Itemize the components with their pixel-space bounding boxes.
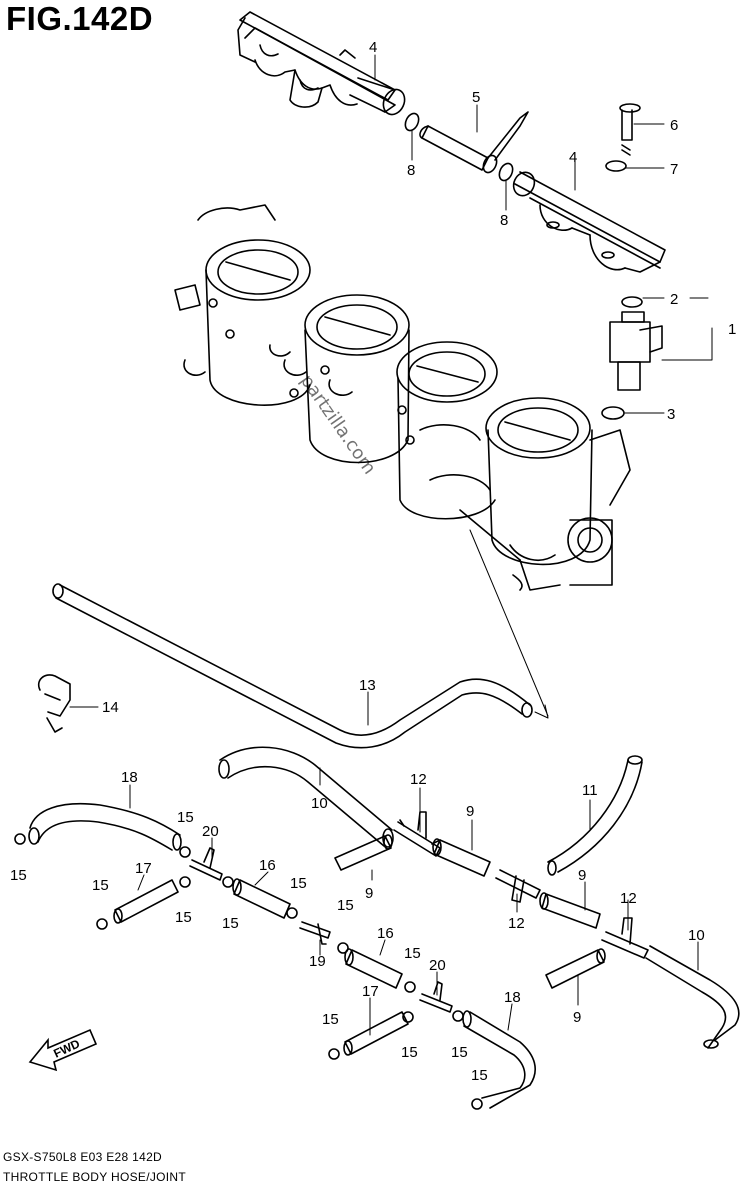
callout-15-b: 15 — [10, 867, 27, 884]
joint-19 — [299, 921, 331, 945]
figure-title: FIG.142D — [6, 0, 154, 37]
callout-16-lower: 16 — [377, 925, 394, 942]
callout-12-upper: 12 — [410, 771, 427, 788]
o-ring-8b — [498, 162, 514, 182]
callout-15-j: 15 — [401, 1044, 418, 1061]
callout-15-e: 15 — [337, 897, 354, 914]
callout-15-i: 15 — [322, 1011, 339, 1028]
callout-8-left: 8 — [407, 162, 415, 179]
mounting-screw — [619, 103, 641, 156]
parts-diagram: partzilla.com FWD 4 5 6 8 4 7 8 2 1 3 13… — [10, 11, 740, 1110]
hose-9a — [432, 838, 491, 877]
t-joint-20-lower — [419, 981, 453, 1013]
fuel-delivery-pipe-upper — [237, 11, 406, 116]
callout-6: 6 — [670, 117, 678, 134]
hose-17-upper — [113, 879, 179, 924]
callout-4-lower: 4 — [569, 149, 577, 166]
fwd-arrow: FWD — [28, 1028, 98, 1072]
three-way-joint-right — [601, 917, 649, 959]
leader-lines — [69, 54, 713, 1036]
hose-9d — [545, 948, 606, 989]
callout-9-left: 9 — [365, 885, 373, 902]
hose-11 — [547, 755, 643, 876]
hose-18-lower — [462, 1010, 536, 1109]
callout-15-c: 15 — [290, 875, 307, 892]
callout-7: 7 — [670, 161, 678, 178]
callout-5: 5 — [472, 89, 480, 106]
callout-10-lower: 10 — [688, 927, 705, 944]
hose-17-lower — [343, 1011, 409, 1056]
callout-9-upper: 9 — [466, 803, 474, 820]
callout-9-lower: 9 — [573, 1009, 581, 1026]
hose-10-upper — [218, 746, 394, 848]
hose-16-lower — [344, 948, 403, 989]
callout-8-right: 8 — [500, 212, 508, 229]
callout-20-lower: 20 — [429, 957, 446, 974]
callout-10-upper: 10 — [311, 795, 328, 812]
three-way-joint-middle — [495, 869, 541, 903]
hose-10-lower — [645, 945, 740, 1049]
fuel-delivery-pipe-lower — [512, 171, 666, 273]
callout-9-mid: 9 — [578, 867, 586, 884]
clip-15-group — [14, 833, 483, 1110]
fuel-joint-pipe — [419, 111, 529, 174]
callout-13: 13 — [359, 677, 376, 694]
callout-15-h: 15 — [404, 945, 421, 962]
t-joint-20-upper — [189, 847, 223, 881]
callout-15-a: 15 — [177, 809, 194, 826]
callout-18-upper: 18 — [121, 769, 138, 786]
hose-18-upper — [28, 802, 182, 851]
callout-18-lower: 18 — [504, 989, 521, 1006]
callout-4-upper: 4 — [369, 39, 377, 56]
callout-17-lower: 17 — [362, 983, 379, 1000]
callout-20-upper: 20 — [202, 823, 219, 840]
hose-16-upper — [232, 878, 291, 919]
callout-15-l: 15 — [471, 1067, 488, 1084]
callout-15-g: 15 — [222, 915, 239, 932]
vent-hose-long — [52, 583, 533, 749]
injector-cushion — [621, 296, 643, 308]
callout-15-f: 15 — [175, 909, 192, 926]
callout-2: 2 — [670, 291, 678, 308]
throttle-body-assembly — [174, 204, 631, 591]
hose-9b — [334, 834, 393, 871]
callout-15-k: 15 — [451, 1044, 468, 1061]
hose-9c — [539, 892, 601, 929]
injector-o-ring — [601, 406, 625, 420]
washer — [605, 160, 627, 172]
figure-description: THROTTLE BODY HOSE/JOINT — [3, 1170, 186, 1184]
hose-clamp — [37, 674, 71, 733]
callout-12-middle: 12 — [508, 915, 525, 932]
callout-3: 3 — [667, 406, 675, 423]
fuel-injector — [609, 311, 663, 391]
callout-12-right: 12 — [620, 890, 637, 907]
callout-14: 14 — [102, 699, 119, 716]
callout-11: 11 — [582, 782, 598, 799]
callout-19: 19 — [309, 953, 326, 970]
o-ring-8a — [404, 112, 420, 132]
leader-line-hose-to-body — [469, 529, 549, 717]
callout-1: 1 — [728, 321, 736, 338]
callout-17-upper: 17 — [135, 860, 152, 877]
model-code: GSX-S750L8 E03 E28 142D — [3, 1150, 163, 1164]
callout-15-d: 15 — [92, 877, 109, 894]
callout-16-upper: 16 — [259, 857, 276, 874]
